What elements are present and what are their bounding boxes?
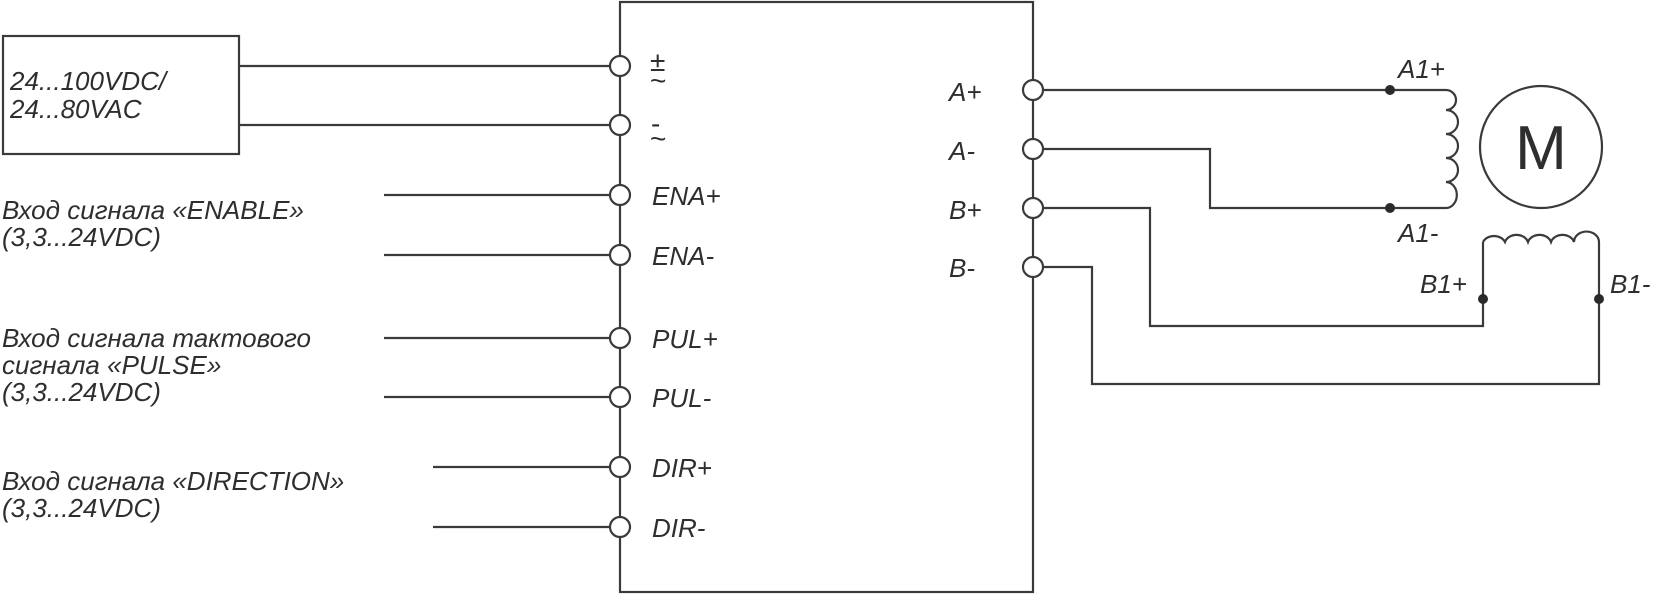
node-b1-minus — [1594, 294, 1604, 304]
power-supply-box — [1, 34, 241, 156]
terminal-dir-plus — [608, 455, 632, 479]
pulse-label-line3: (3,3...24VDC) — [2, 377, 161, 407]
terminal-a-minus — [1021, 137, 1045, 161]
motor-letter: M — [1515, 114, 1567, 183]
power-supply-label-line2: 24...80VAC — [9, 94, 142, 124]
label-power-plus-tilde: ~ — [650, 65, 666, 96]
node-a1-plus — [1385, 85, 1395, 95]
label-ena-plus: ENA+ — [652, 181, 721, 211]
node-a1-minus — [1385, 203, 1395, 213]
motor-circle — [1478, 84, 1604, 210]
power-supply-label-line1: 24...100VDC/ — [9, 66, 169, 96]
label-power-minus-tilde: ~ — [650, 123, 666, 154]
coil-b-winding — [1482, 230, 1601, 246]
label-b1-plus: B1+ — [1420, 269, 1467, 299]
terminal-b-plus — [1021, 196, 1045, 220]
terminal-ena-plus — [608, 183, 632, 207]
label-pul-plus: PUL+ — [652, 324, 718, 354]
label-dir-minus: DIR- — [652, 513, 706, 543]
terminal-ena-minus — [608, 243, 632, 267]
label-a1-minus: A1- — [1396, 218, 1439, 248]
label-a-plus: A+ — [947, 77, 982, 107]
label-pul-minus: PUL- — [652, 383, 712, 413]
terminal-a-plus — [1021, 78, 1045, 102]
direction-label-line1: Вход сигнала «DIRECTION» — [2, 466, 344, 496]
label-ena-minus: ENA- — [652, 241, 714, 271]
terminal-power-plus — [608, 54, 632, 78]
terminal-pul-minus — [608, 385, 632, 409]
label-b-minus: B- — [949, 253, 975, 283]
label-a1-plus: A1+ — [1396, 54, 1445, 84]
terminal-b-minus — [1021, 255, 1045, 279]
terminal-dir-minus — [608, 515, 632, 539]
label-power-minus: - — [651, 108, 660, 139]
driver-box — [618, 0, 1035, 594]
enable-label-line1: Вход сигнала «ENABLE» — [2, 195, 304, 225]
wire-b-minus — [1043, 265, 1601, 386]
terminal-power-minus — [608, 113, 632, 137]
label-power-plus: ± — [650, 46, 665, 77]
label-dir-plus: DIR+ — [652, 453, 712, 483]
pulse-label-line2: сигнала «PULSE» — [2, 350, 221, 380]
enable-label-line2: (3,3...24VDC) — [2, 222, 161, 252]
label-a-minus: A- — [947, 136, 975, 166]
label-b1-minus: B1- — [1610, 269, 1651, 299]
node-b1-plus — [1478, 294, 1488, 304]
pulse-label-line1: Вход сигнала тактового — [2, 323, 311, 353]
direction-label-line2: (3,3...24VDC) — [2, 493, 161, 523]
wire-b-plus — [1043, 206, 1485, 328]
wire-a-minus — [1043, 147, 1390, 210]
coil-a-winding — [1445, 88, 1460, 210]
label-b-plus: B+ — [949, 195, 982, 225]
terminal-pul-plus — [608, 326, 632, 350]
